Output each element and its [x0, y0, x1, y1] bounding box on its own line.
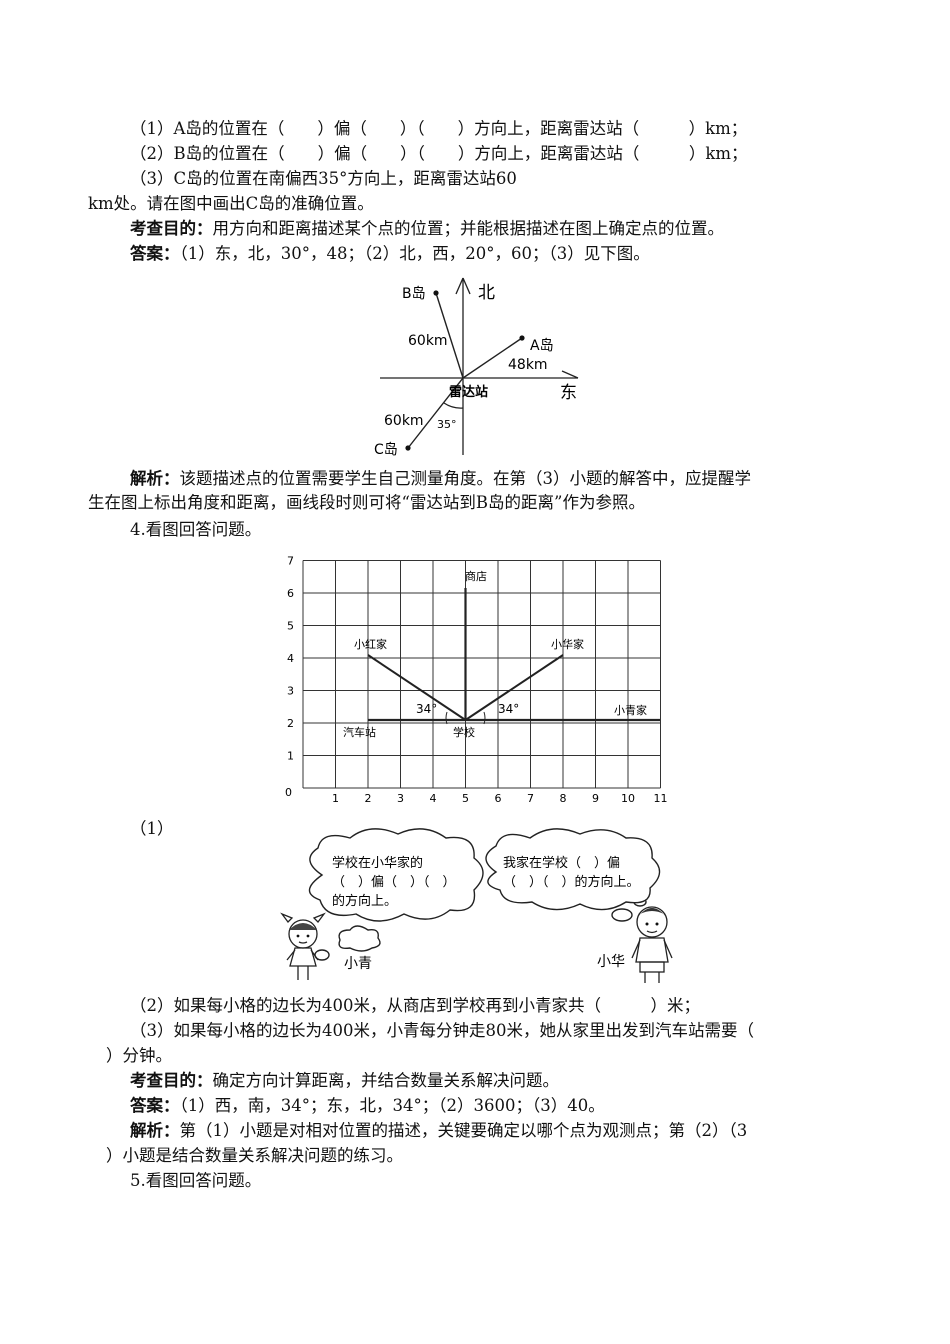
q4-subquestion-3: （3）如果每小格的边长为400米，小青每分钟走80米，她从家里出发到汽车站需要（ — [130, 1021, 754, 1040]
east-label: 东 — [560, 383, 577, 403]
distance-b-label: 60km — [408, 333, 448, 349]
q3-subquestion-2: （2）B岛的位置在（ ）偏（ ）（ ）方向上，距离雷达站（ ）km； — [130, 144, 748, 163]
girl-name-label: 小青 — [344, 956, 372, 972]
school-label: 学校 — [453, 725, 475, 739]
answer-text: （1）东，北，30°，48；（2）北，西，20°，60；（3）见下图。 — [179, 244, 650, 263]
q4-subquestion-2: （2）如果每小格的边长为400米，从商店到学校再到小青家共（ ）米； — [130, 996, 700, 1015]
y-tick-label: 3 — [287, 685, 294, 698]
answer-text: （1）西，南，34°；东，北，34°；（2）3600；（3）40。 — [179, 1096, 605, 1115]
x-tick-label: 1 — [332, 792, 339, 805]
q4-analysis-cont: ）小题是结合数量关系解决问题的练习。 — [106, 1146, 403, 1165]
cloud-right-line-2: （ ）（ ）的方向上。 — [503, 874, 640, 890]
xiaoqing-home-label: 小青家 — [614, 703, 647, 717]
analysis-label: 解析： — [130, 1121, 180, 1140]
angle-right-label: 34° — [498, 702, 519, 716]
x-tick-label: 8 — [560, 792, 567, 805]
angle-left-label: 34° — [416, 702, 437, 716]
radar-diagram: 北 东 雷达站 B岛 A岛 C岛 60km 48km 60km 35° — [374, 277, 579, 458]
y-tick-label: 7 — [287, 555, 294, 568]
cloud-right-line-1: 我家在学校（ ）偏 — [503, 855, 620, 871]
dialogue-illustration: 学校在小华家的 （ ）偏（ ）（ ） 的方向上。 我家在学校（ ）偏 （ ）（ … — [280, 828, 673, 983]
boy-name-label: 小华 — [597, 954, 625, 970]
answer-label: 答案： — [130, 244, 180, 263]
q4-subquestion-1: （1） — [130, 819, 174, 838]
cloud-left-line-3: 的方向上。 — [332, 893, 397, 909]
y-tick-label: 4 — [287, 652, 294, 665]
xiaohua-home-label: 小华家 — [551, 637, 584, 651]
x-tick-label: 3 — [397, 792, 404, 805]
q3-analysis-cont: 生在图上标出角度和距离，画线段时则可将“雷达站到B岛的距离”作为参照。 — [88, 493, 645, 512]
x-tick-label: 11 — [654, 792, 668, 805]
y-tick-label: 1 — [287, 750, 294, 763]
q3-subquestion-3: （3）C岛的位置在南偏西35°方向上，距离雷达站60 — [130, 169, 517, 188]
radar-station-label: 雷达站 — [449, 384, 488, 400]
purpose-label: 考查目的： — [130, 1071, 213, 1090]
q3-analysis: 解析：该题描述点的位置需要学生自己测量角度。在第（3）小题的解答中，应提醒学 — [130, 468, 751, 490]
analysis-text-1: 第（1）小题是对相对位置的描述，关键要确定以哪个点为观测点；第（2）（3 — [179, 1121, 748, 1140]
q5-title: 5.看图回答问题。 — [130, 1171, 262, 1190]
purpose-text: 用方向和距离描述某个点的位置；并能根据描述在图上确定点的位置。 — [212, 219, 725, 238]
analysis-text-1: 该题描述点的位置需要学生自己测量角度。在第（3）小题的解答中，应提醒学 — [179, 469, 752, 488]
x-tick-label: 5 — [462, 792, 469, 805]
x-tick-label: 4 — [430, 792, 437, 805]
q4-analysis: 解析：第（1）小题是对相对位置的描述，关键要确定以哪个点为观测点；第（2）（3 — [130, 1120, 747, 1142]
cloud-left-line-2: （ ）偏（ ）（ ） — [332, 875, 456, 890]
x-tick-label: 6 — [495, 792, 502, 805]
q4-title: 4.看图回答问题。 — [130, 520, 262, 539]
q3-subquestion-1: （1）A岛的位置在（ ）偏（ ）（ ）方向上，距离雷达站（ ）km； — [130, 119, 748, 138]
x-tick-label: 10 — [621, 792, 635, 805]
bus-station-label: 汽车站 — [343, 725, 376, 739]
distance-c-label: 60km — [384, 413, 424, 429]
purpose-label: 考查目的： — [130, 219, 213, 238]
q4-answer: 答案：（1）西，南，34°；东，北，34°；（2）3600；（3）40。 — [130, 1095, 605, 1117]
island-b-label: B岛 — [402, 286, 426, 302]
purpose-text: 确定方向计算距离，并结合数量关系解决问题。 — [212, 1071, 560, 1090]
x-tick-label: 9 — [592, 792, 599, 805]
answer-label: 答案： — [130, 1096, 180, 1115]
cloud-left-line-1: 学校在小华家的 — [332, 855, 423, 871]
island-a-label: A岛 — [530, 338, 554, 354]
y-tick-label: 2 — [287, 717, 294, 730]
q3-purpose: 考查目的：用方向和距离描述某个点的位置；并能根据描述在图上确定点的位置。 — [130, 218, 724, 240]
angle-c-label: 35° — [437, 418, 457, 431]
analysis-label: 解析： — [130, 469, 180, 488]
boy-figure — [631, 906, 673, 983]
shop-label: 商店 — [465, 569, 487, 583]
xiaohong-home-label: 小红家 — [354, 637, 387, 651]
x-tick-label: 0 — [285, 786, 292, 799]
y-tick-label: 6 — [287, 587, 294, 600]
north-label: 北 — [478, 283, 495, 303]
q3-answer: 答案：（1）东，北，30°，48；（2）北，西，20°，60；（3）见下图。 — [130, 243, 650, 265]
girl-figure — [280, 912, 326, 980]
distance-a-label: 48km — [508, 357, 548, 373]
q4-subquestion-3-cont: ）分钟。 — [106, 1046, 172, 1065]
q4-purpose: 考查目的：确定方向计算距离，并结合数量关系解决问题。 — [130, 1070, 559, 1092]
y-tick-label: 5 — [287, 620, 294, 633]
x-tick-label: 2 — [365, 792, 372, 805]
x-tick-label: 7 — [527, 792, 534, 805]
q3-subquestion-3-cont: km处。请在图中画出C岛的准确位置。 — [88, 194, 374, 213]
island-c-label: C岛 — [374, 442, 398, 458]
